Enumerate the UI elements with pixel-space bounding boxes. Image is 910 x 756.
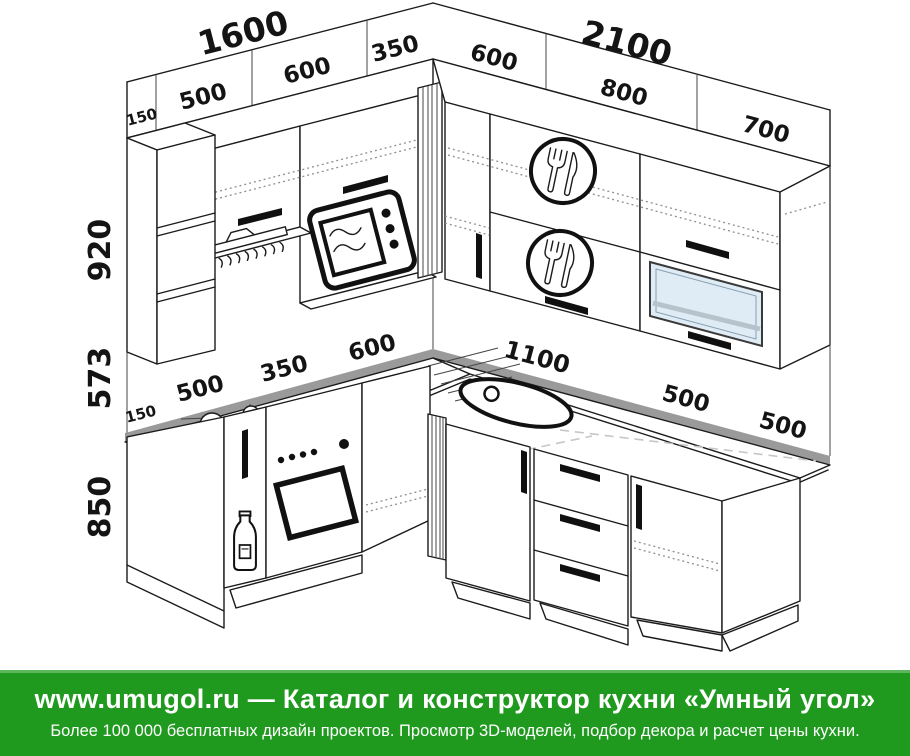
corner-wall-cabinet xyxy=(444,101,491,292)
plinth xyxy=(721,604,799,652)
bottle-cabinet-handle xyxy=(242,429,248,479)
dim-height-573: 573 xyxy=(83,347,118,410)
sink-icon xyxy=(458,377,574,429)
cutlery-icon xyxy=(529,137,597,205)
footer-banner: www.umugol.ru — Каталог и конструктор ку… xyxy=(0,670,910,756)
drainboard-grooves xyxy=(427,347,521,402)
right-cabinet-handle xyxy=(636,484,642,530)
dim-height-850: 850 xyxy=(83,476,118,539)
drawer-handle xyxy=(560,464,600,482)
hood-cabinet-handle xyxy=(238,208,282,226)
cutlery-icon xyxy=(526,229,594,297)
dish-cabinet-handle xyxy=(545,296,588,315)
footer-title: www.umugol.ru — Каталог и конструктор ку… xyxy=(34,684,876,714)
dim-counter-150: 150 xyxy=(123,402,158,427)
dim-upper-600: 600 xyxy=(281,53,334,90)
corner-pilaster-upper xyxy=(417,81,443,279)
plinth xyxy=(451,581,531,620)
glass-cabinet-top-handle xyxy=(686,240,729,259)
footer-subtitle: Более 100 000 бесплатных дизайн проектов… xyxy=(50,722,860,740)
plinth xyxy=(636,619,723,652)
kitchen-diagram: 1600 150 500 600 350 2100 600 800 700 92… xyxy=(83,2,831,652)
corner-base-cabinet xyxy=(361,365,431,553)
sink-cabinet-handle xyxy=(521,450,527,494)
base-end-panel-right xyxy=(721,477,801,634)
base-cabinets-left xyxy=(126,365,447,629)
dim-height-920: 920 xyxy=(83,219,118,282)
plinth xyxy=(539,602,629,646)
counter-band-right xyxy=(433,349,830,465)
drawer-handle xyxy=(560,564,600,582)
right-base-cabinet xyxy=(630,475,723,634)
microwave-cabinet-handle xyxy=(343,175,388,194)
dim-counter-500: 500 xyxy=(174,371,227,408)
drawer-handle xyxy=(560,514,600,532)
base-end-panel xyxy=(126,416,225,629)
microwave-icon xyxy=(307,189,417,291)
dim-total-left: 1600 xyxy=(194,2,293,63)
dim-total-right: 2100 xyxy=(578,12,677,73)
bottle-icon xyxy=(233,510,257,571)
upper-cabinets-right xyxy=(432,58,831,456)
glass-door-panel xyxy=(649,260,763,348)
upper-cabinets-left xyxy=(126,58,443,365)
dim-upper-350: 350 xyxy=(369,31,422,68)
dim-upper-500: 500 xyxy=(177,79,230,116)
glass-cabinet-bottom-handle xyxy=(688,331,731,350)
base-cabinets-right xyxy=(445,423,801,652)
dim-upper-150: 150 xyxy=(124,105,159,130)
corner-pilaster-lower xyxy=(427,413,447,561)
sink-base-cabinet xyxy=(445,423,531,602)
open-shelf-unit xyxy=(126,122,216,365)
height-dimensions: 920 573 850 xyxy=(83,138,128,539)
corner-wall-cabinet-handle xyxy=(476,233,482,279)
plinth xyxy=(229,554,363,609)
dim-counter-350: 350 xyxy=(258,351,311,388)
